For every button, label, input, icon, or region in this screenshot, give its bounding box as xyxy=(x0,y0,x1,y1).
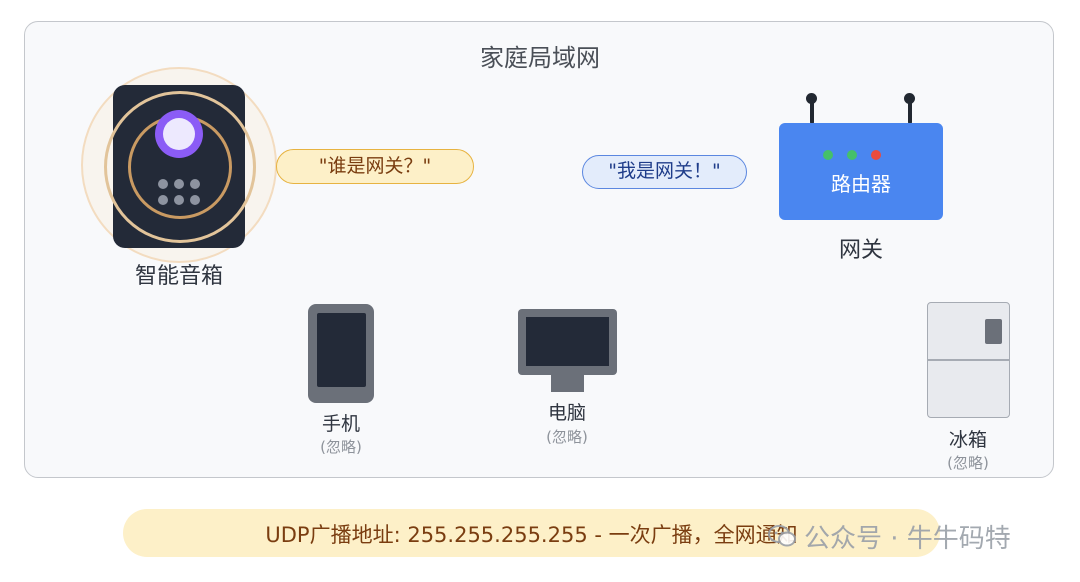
gateway-label: 网关 xyxy=(838,238,883,263)
router-antenna-tip-left xyxy=(806,93,817,104)
device-note-computer: (忽略) xyxy=(546,428,588,446)
device-label-phone: 手机 xyxy=(321,413,360,435)
device-note-phone: (忽略) xyxy=(320,438,362,456)
speaker-grille-dot xyxy=(158,179,168,189)
device-note-fridge: (忽略) xyxy=(947,454,989,472)
fridge-door-divider xyxy=(927,359,1010,361)
speaker-grille-dot xyxy=(174,195,184,205)
speaker-grille-dot xyxy=(158,195,168,205)
wechat-icon xyxy=(768,524,796,548)
answer-bubble: "我是网关！" xyxy=(582,155,747,189)
broadcast-ring-middle xyxy=(104,91,256,243)
watermark: 公众号 · 牛牛码特 xyxy=(768,518,1011,554)
monitor-screen xyxy=(526,317,609,366)
router-antenna-left xyxy=(810,97,814,124)
footer-banner xyxy=(123,509,940,557)
watermark-text: 公众号 · 牛牛码特 xyxy=(804,523,1011,554)
footer-text: UDP广播地址: 255.255.255.255 - 一次广播，全网通知 xyxy=(265,523,798,547)
speaker-grille-dot xyxy=(190,195,200,205)
router-antenna-right xyxy=(908,97,912,124)
router-icon xyxy=(779,123,943,220)
question-bubble: "谁是网关？" xyxy=(276,149,474,184)
lan-title: 家庭局域网 xyxy=(480,44,600,72)
monitor-stand xyxy=(551,375,584,392)
speaker-label: 智能音箱 xyxy=(134,264,223,289)
router-led xyxy=(823,150,833,160)
speaker-grille-dot xyxy=(174,179,184,189)
speaker-knob-center xyxy=(163,118,195,150)
phone-screen xyxy=(317,313,366,387)
device-label-fridge: 冰箱 xyxy=(948,429,987,451)
router-text: 路由器 xyxy=(831,172,891,196)
device-label-computer: 电脑 xyxy=(547,402,586,424)
router-led xyxy=(871,150,881,160)
router-led xyxy=(847,150,857,160)
router-antenna-tip-right xyxy=(904,93,915,104)
fridge-handle xyxy=(985,319,1002,344)
speaker-grille-dot xyxy=(190,179,200,189)
